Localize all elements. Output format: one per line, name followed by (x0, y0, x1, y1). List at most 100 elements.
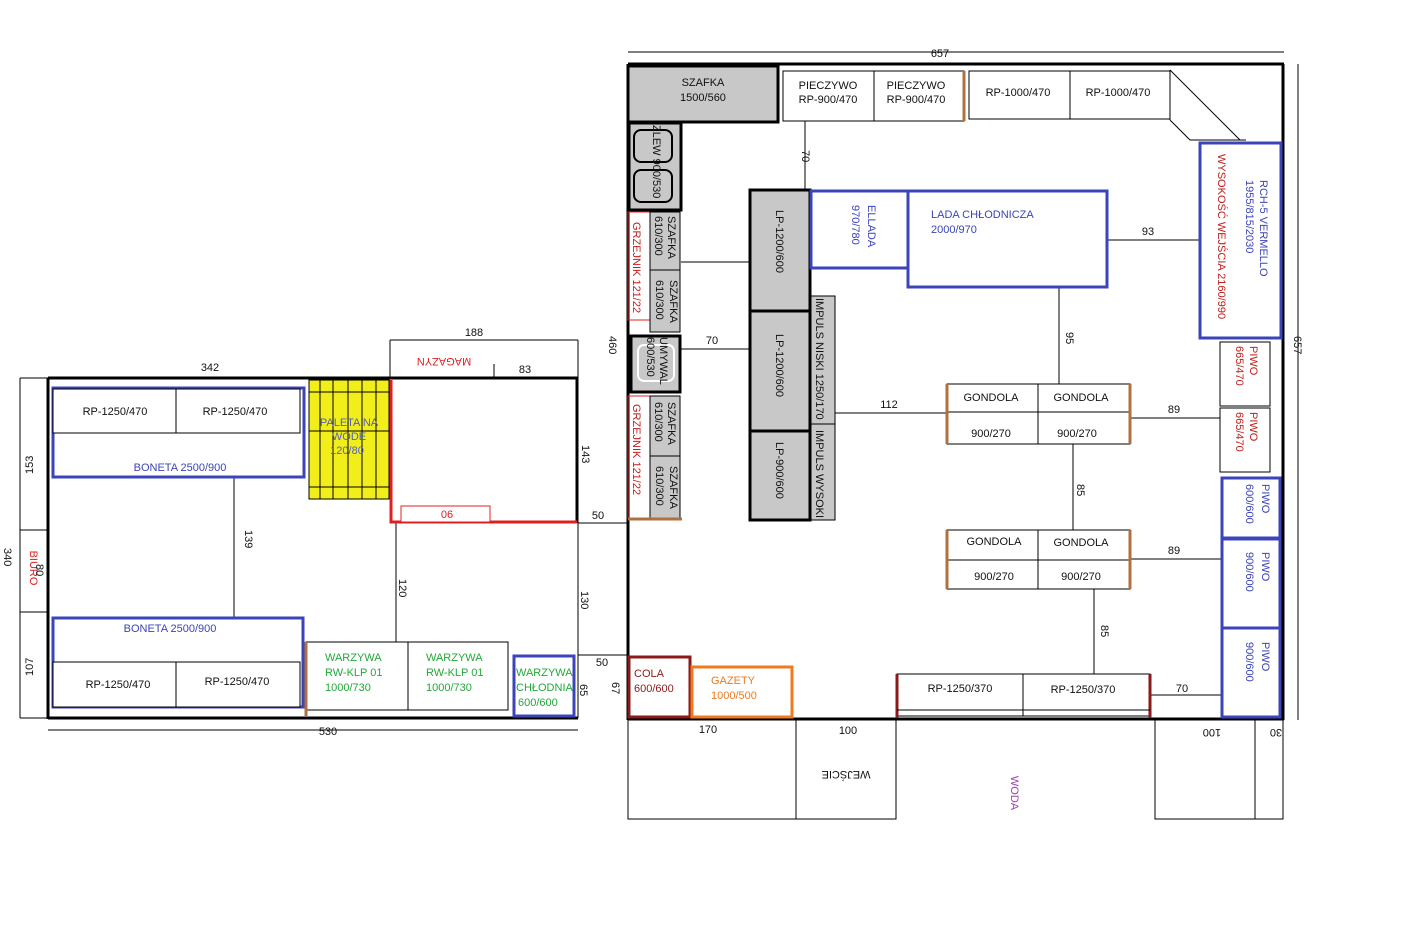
svg-text:112: 112 (880, 399, 898, 411)
pieczywo-1: PIECZYWO RP-900/470 (782, 70, 875, 122)
boneta-bottom: BONETA 2500/900 RP-1250/470 RP-1250/470 (51, 616, 305, 709)
svg-text:120: 120 (396, 579, 408, 597)
gondola-1: GONDOLA GONDOLA 900/270 900/270 (945, 383, 1132, 445)
svg-text:107: 107 (24, 658, 36, 676)
svg-text:89: 89 (1168, 404, 1180, 416)
impuls-niski: IMPULS NISKI 1250/170 (810, 295, 836, 425)
svg-text:PALETA NA: PALETA NA (320, 417, 379, 429)
gazety: GAZETY 1000/500 (690, 665, 794, 719)
svg-text:30: 30 (1270, 726, 1282, 738)
svg-text:93: 93 (1142, 226, 1154, 238)
svg-text:RP-1250/470: RP-1250/470 (83, 406, 148, 418)
rch-vermello: RCH-5 VERMELLO 1955/815/2030 WYSOKOŚĆ WE… (1198, 141, 1283, 340)
svg-text:600/600: 600/600 (518, 697, 558, 709)
svg-text:BONETA 2500/900: BONETA 2500/900 (134, 462, 227, 474)
svg-text:900/270: 900/270 (1057, 428, 1097, 440)
svg-text:ELLADA: ELLADA (865, 205, 877, 248)
svg-text:IMPULS NISKI 1250/170: IMPULS NISKI 1250/170 (813, 298, 825, 420)
svg-text:SZAFKA: SZAFKA (667, 280, 679, 323)
svg-text:153: 153 (24, 456, 36, 474)
svg-text:GRZEJNIK 121/22: GRZEJNIK 121/22 (630, 404, 642, 495)
svg-text:657: 657 (931, 48, 949, 60)
svg-text:IMPULS WYSOKI: IMPULS WYSOKI (813, 430, 825, 518)
svg-text:50: 50 (592, 510, 604, 522)
svg-text:BONETA 2500/900: BONETA 2500/900 (124, 623, 217, 635)
svg-text:120/80: 120/80 (330, 445, 364, 457)
boneta-top: RP-1250/470 RP-1250/470 BONETA 2500/900 (51, 386, 306, 479)
grzejnik-2: GRZEJNIK 121/22 (627, 395, 651, 519)
svg-text:RP-1250/370: RP-1250/370 (1051, 684, 1116, 696)
svg-text:1955/815/2030: 1955/815/2030 (1243, 180, 1255, 253)
svg-text:900/600: 900/600 (1243, 642, 1255, 682)
svg-text:600/600: 600/600 (1243, 484, 1255, 524)
thin-lines (19, 51, 1299, 820)
lp-3: LP-900/600 (748, 429, 812, 522)
svg-text:665/470: 665/470 (1233, 412, 1245, 452)
svg-text:RP-1000/470: RP-1000/470 (986, 87, 1051, 99)
svg-text:900/600: 900/600 (1243, 552, 1255, 592)
biuro-label: BIURO (27, 551, 39, 586)
svg-text:UMYWAL: UMYWAL (657, 337, 669, 385)
svg-text:GONDOLA: GONDOLA (1053, 537, 1109, 549)
svg-text:460: 460 (606, 336, 618, 354)
rp-1000-b: RP-1000/470 (1069, 70, 1171, 120)
svg-text:WARZYWA: WARZYWA (426, 652, 483, 664)
szafka-4: SZAFKA 610/300 (628, 455, 682, 521)
svg-text:610/300: 610/300 (653, 280, 665, 320)
svg-text:900/270: 900/270 (974, 571, 1014, 583)
svg-text:SZAFKA: SZAFKA (665, 216, 677, 259)
svg-text:LADA CHŁODNICZA: LADA CHŁODNICZA (931, 209, 1034, 221)
svg-text:PIECZYWO: PIECZYWO (887, 80, 946, 92)
svg-text:GONDOLA: GONDOLA (963, 392, 1019, 404)
svg-text:CHŁODNIA: CHŁODNIA (516, 682, 574, 694)
szafka-top: SZAFKA 1500/560 (626, 64, 780, 124)
svg-text:PIWO: PIWO (1259, 484, 1271, 514)
svg-text:RP-900/470: RP-900/470 (887, 94, 946, 106)
svg-text:GONDOLA: GONDOLA (1053, 392, 1109, 404)
svg-text:139: 139 (242, 530, 254, 548)
svg-text:PIECZYWO: PIECZYWO (799, 80, 858, 92)
szafka-top-name: SZAFKA (682, 77, 725, 89)
piwo-small-1: PIWO 665/470 (1219, 341, 1271, 407)
svg-text:WARZYWA: WARZYWA (516, 667, 573, 679)
svg-text:RP-1250/470: RP-1250/470 (203, 406, 268, 418)
svg-text:100: 100 (839, 725, 857, 737)
piwo-big-3: PIWO 900/600 (1220, 626, 1282, 719)
svg-text:143: 143 (579, 445, 591, 463)
zlew-label: ZLEW 900/530 (650, 125, 662, 198)
svg-text:665/470: 665/470 (1233, 346, 1245, 386)
svg-text:610/300: 610/300 (652, 402, 664, 442)
svg-text:610/300: 610/300 (652, 216, 664, 256)
lada-chlodnicza: LADA CHŁODNICZA 2000/970 (906, 189, 1109, 289)
svg-text:GAZETY: GAZETY (711, 675, 756, 687)
svg-text:WODE: WODE (332, 431, 366, 443)
svg-text:RW-KLP 01: RW-KLP 01 (426, 667, 483, 679)
svg-text:188: 188 (465, 327, 483, 339)
magazyn-zone: 06 MAGAZYN (389, 355, 577, 524)
wejscie-label: WEJŚCIE (822, 768, 871, 781)
dimensions: 657 342 188 83 460 153 340 80 107 139 14… (1, 48, 1303, 738)
svg-text:340: 340 (1, 548, 13, 566)
svg-text:LP-1200/600: LP-1200/600 (773, 334, 785, 397)
lp-2: LP-1200/600 (748, 309, 812, 433)
svg-text:2000/970: 2000/970 (931, 224, 977, 236)
svg-text:610/300: 610/300 (653, 466, 665, 506)
rp-1000-a: RP-1000/470 (968, 70, 1071, 120)
szafka-top-size: 1500/560 (680, 92, 726, 104)
lp-1: LP-1200/600 (748, 188, 812, 313)
pieczywo-2: PIECZYWO RP-900/470 (873, 70, 966, 122)
svg-text:RP-1250/470: RP-1250/470 (205, 676, 270, 688)
piwo-small-2: PIWO 665/470 (1219, 407, 1271, 473)
svg-text:89: 89 (1168, 545, 1180, 557)
svg-text:PIWO: PIWO (1259, 642, 1271, 672)
impuls-wysoki: IMPULS WYSOKI (810, 423, 836, 521)
svg-text:900/270: 900/270 (971, 428, 1011, 440)
zlew: ZLEW 900/530 (627, 121, 683, 212)
svg-text:GRZEJNIK 121/22: GRZEJNIK 121/22 (630, 222, 642, 313)
svg-text:SZAFKA: SZAFKA (665, 402, 677, 445)
svg-text:170: 170 (699, 724, 717, 736)
szafka-3: SZAFKA 610/300 (649, 395, 681, 457)
svg-text:342: 342 (201, 362, 219, 374)
svg-text:1000/730: 1000/730 (325, 682, 371, 694)
